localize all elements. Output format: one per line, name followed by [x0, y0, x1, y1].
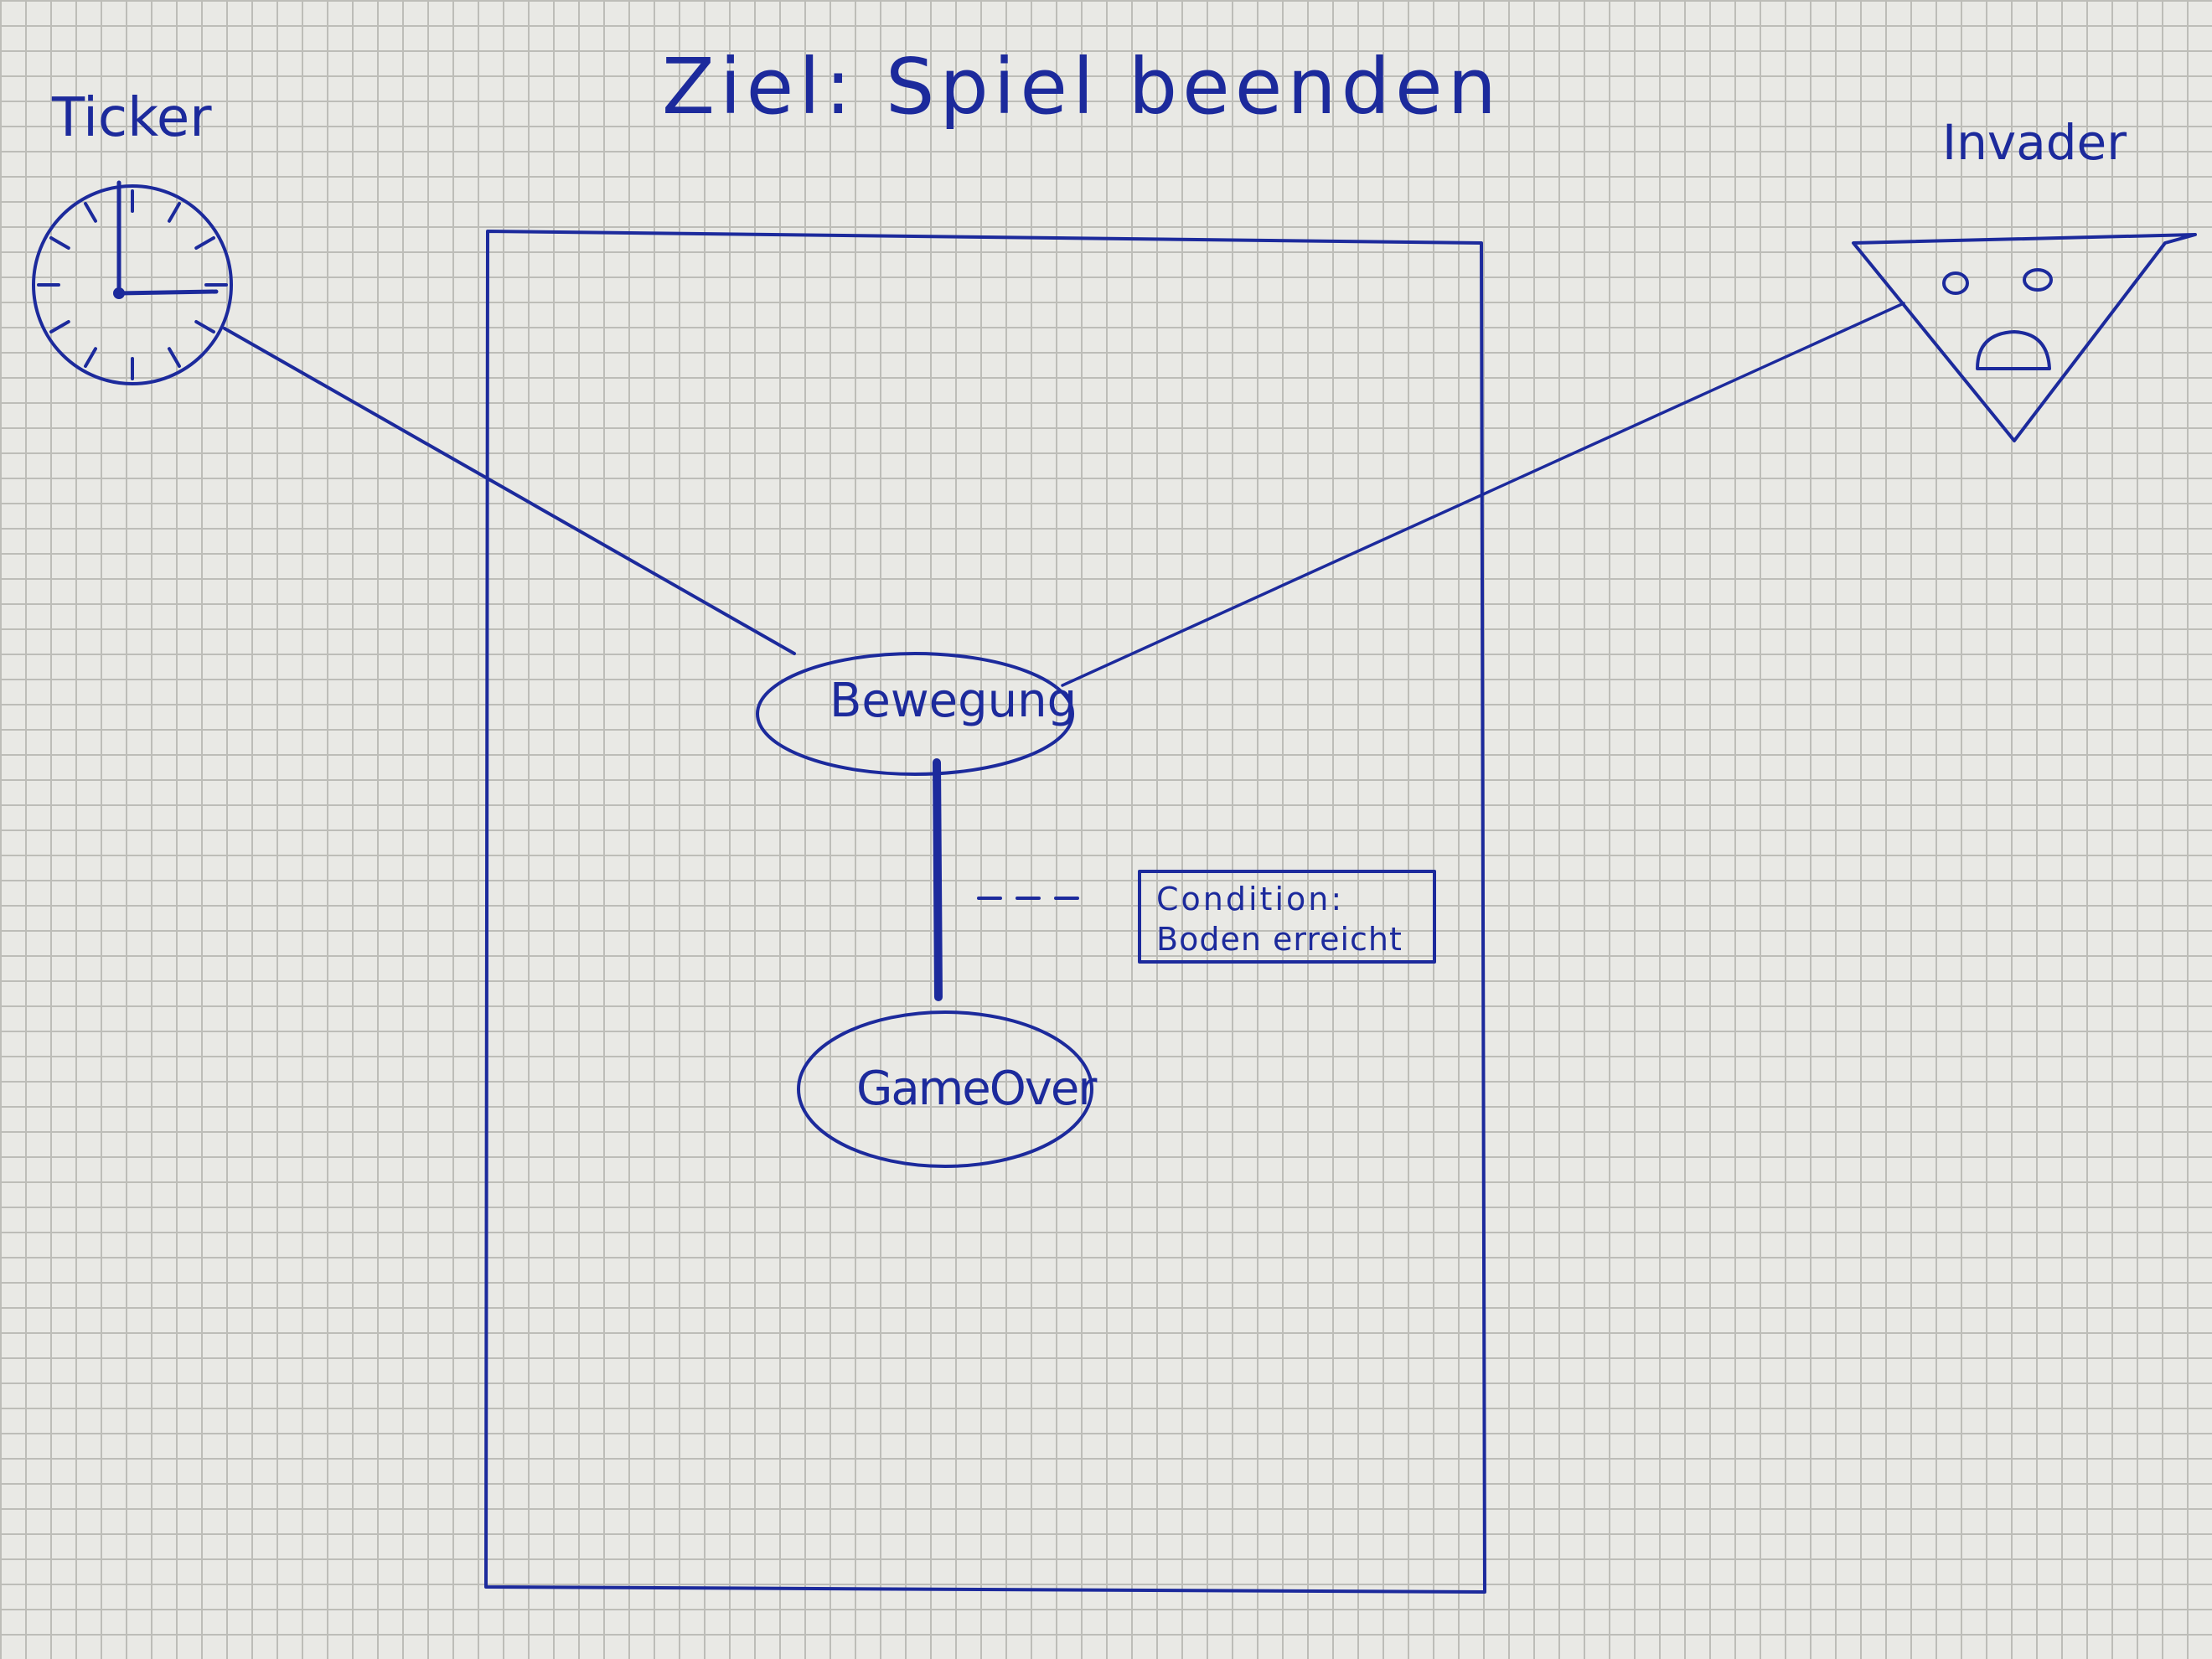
use-case-bewegung-label: Bewegung: [830, 674, 1077, 728]
clock-icon: [32, 180, 233, 385]
condition-note-line1: Condition:: [1156, 881, 1344, 917]
invader-triangle-icon: [1852, 233, 2197, 442]
actor-invader: Invader: [1852, 114, 2197, 442]
clock-tick: [49, 320, 70, 333]
use-case-gameover-label: GameOver: [856, 1062, 1098, 1116]
actor-ticker: Ticker: [32, 87, 233, 385]
clock-tick: [194, 320, 215, 333]
actor-invader-label: Invader: [1942, 114, 2127, 171]
condition-note-line2: Boden erreicht: [1156, 921, 1403, 958]
use-case-gameover: GameOver: [797, 1010, 1099, 1168]
association-invader-bewegung: [1061, 302, 1905, 687]
clock-tick: [168, 347, 181, 368]
use-case-bewegung: Bewegung: [756, 652, 1077, 776]
clock-tick: [84, 347, 97, 368]
clock-tick: [84, 202, 97, 223]
system-boundary: [484, 230, 1486, 1594]
association-ticker-bewegung: [223, 327, 796, 655]
actor-ticker-label: Ticker: [51, 87, 212, 149]
clock-tick: [49, 236, 70, 250]
association-bewegung-gameover: [933, 758, 943, 1001]
clock-tick: [194, 236, 215, 250]
clock-tick: [168, 202, 181, 223]
diagram-title: Ziel: Spiel beenden: [662, 42, 1501, 132]
condition-note: Condition: Boden erreicht: [1138, 870, 1436, 964]
